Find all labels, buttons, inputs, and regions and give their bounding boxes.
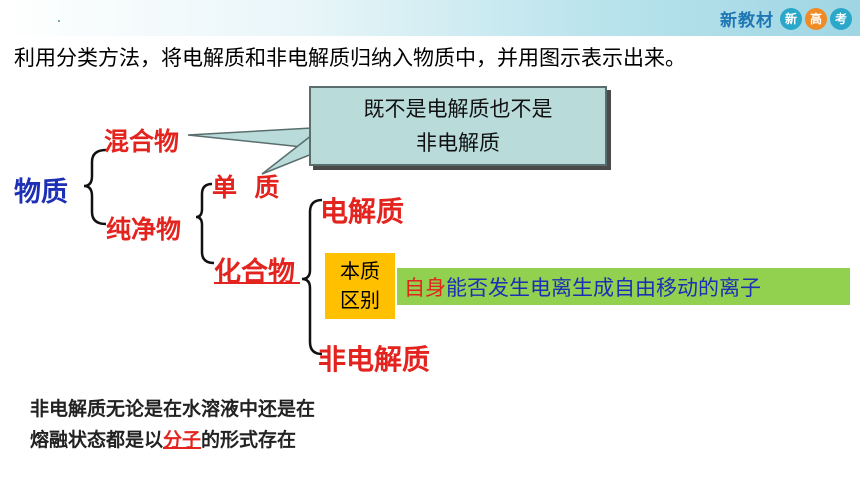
callout-line-2: 非电解质: [416, 131, 500, 155]
callout-line-1: 既不是电解质也不是: [363, 97, 553, 121]
note-line-1: 非电解质无论是在水溶液中还是在: [30, 398, 316, 420]
root-label: 物质: [14, 177, 68, 208]
pure-label: 纯净物: [106, 215, 182, 244]
instruction-text: 利用分类方法，将电解质和非电解质归纳入物质中，并用图示表示出来。: [14, 46, 686, 70]
note-highlight: 分子: [163, 429, 202, 451]
brand-text: 新教材: [720, 11, 774, 31]
element-label: 单 质: [212, 173, 280, 202]
compound-brace: [301, 198, 323, 356]
brand-logo: 新教材 新 高 考: [720, 6, 852, 31]
callout-box: 既不是电解质也不是 非电解质: [309, 86, 607, 166]
essence-highlight: 自身: [404, 275, 446, 300]
pure-brace: [195, 182, 215, 265]
non-electrolyte-label: 非电解质: [318, 343, 431, 376]
note-line-2: 熔融状态都是以分子的形式存在: [30, 425, 315, 456]
brand-circle-xin: 新: [780, 7, 802, 30]
mixture-label: 混合物: [104, 127, 180, 156]
note-line-2-pre: 熔融状态都是以: [30, 429, 164, 451]
essence-box: 本质 区别: [325, 253, 395, 319]
note-block: 非电解质无论是在水溶液中还是在 熔融状态都是以分子的形式存在: [30, 394, 315, 456]
note-line-2-post: 的形式存在: [201, 429, 297, 451]
callout-pointer-mixture: [187, 127, 313, 149]
essence-line-1: 本质: [340, 259, 380, 283]
electrolyte-label: 电解质: [320, 195, 405, 228]
essence-bar: 自身能否发生电离生成自由移动的离子: [397, 268, 850, 305]
essence-rest: 能否发生电离生成自由移动的离子: [446, 275, 761, 300]
compound-label: 化合物: [214, 257, 295, 288]
root-brace: [83, 148, 107, 226]
top-banner: 新教材 新 高 考: [0, 0, 860, 36]
brand-circle-gao: 高: [805, 7, 827, 30]
essence-line-2: 区别: [340, 288, 380, 312]
brand-circle-kao: 考: [830, 7, 852, 30]
banner-dot: [58, 20, 60, 22]
